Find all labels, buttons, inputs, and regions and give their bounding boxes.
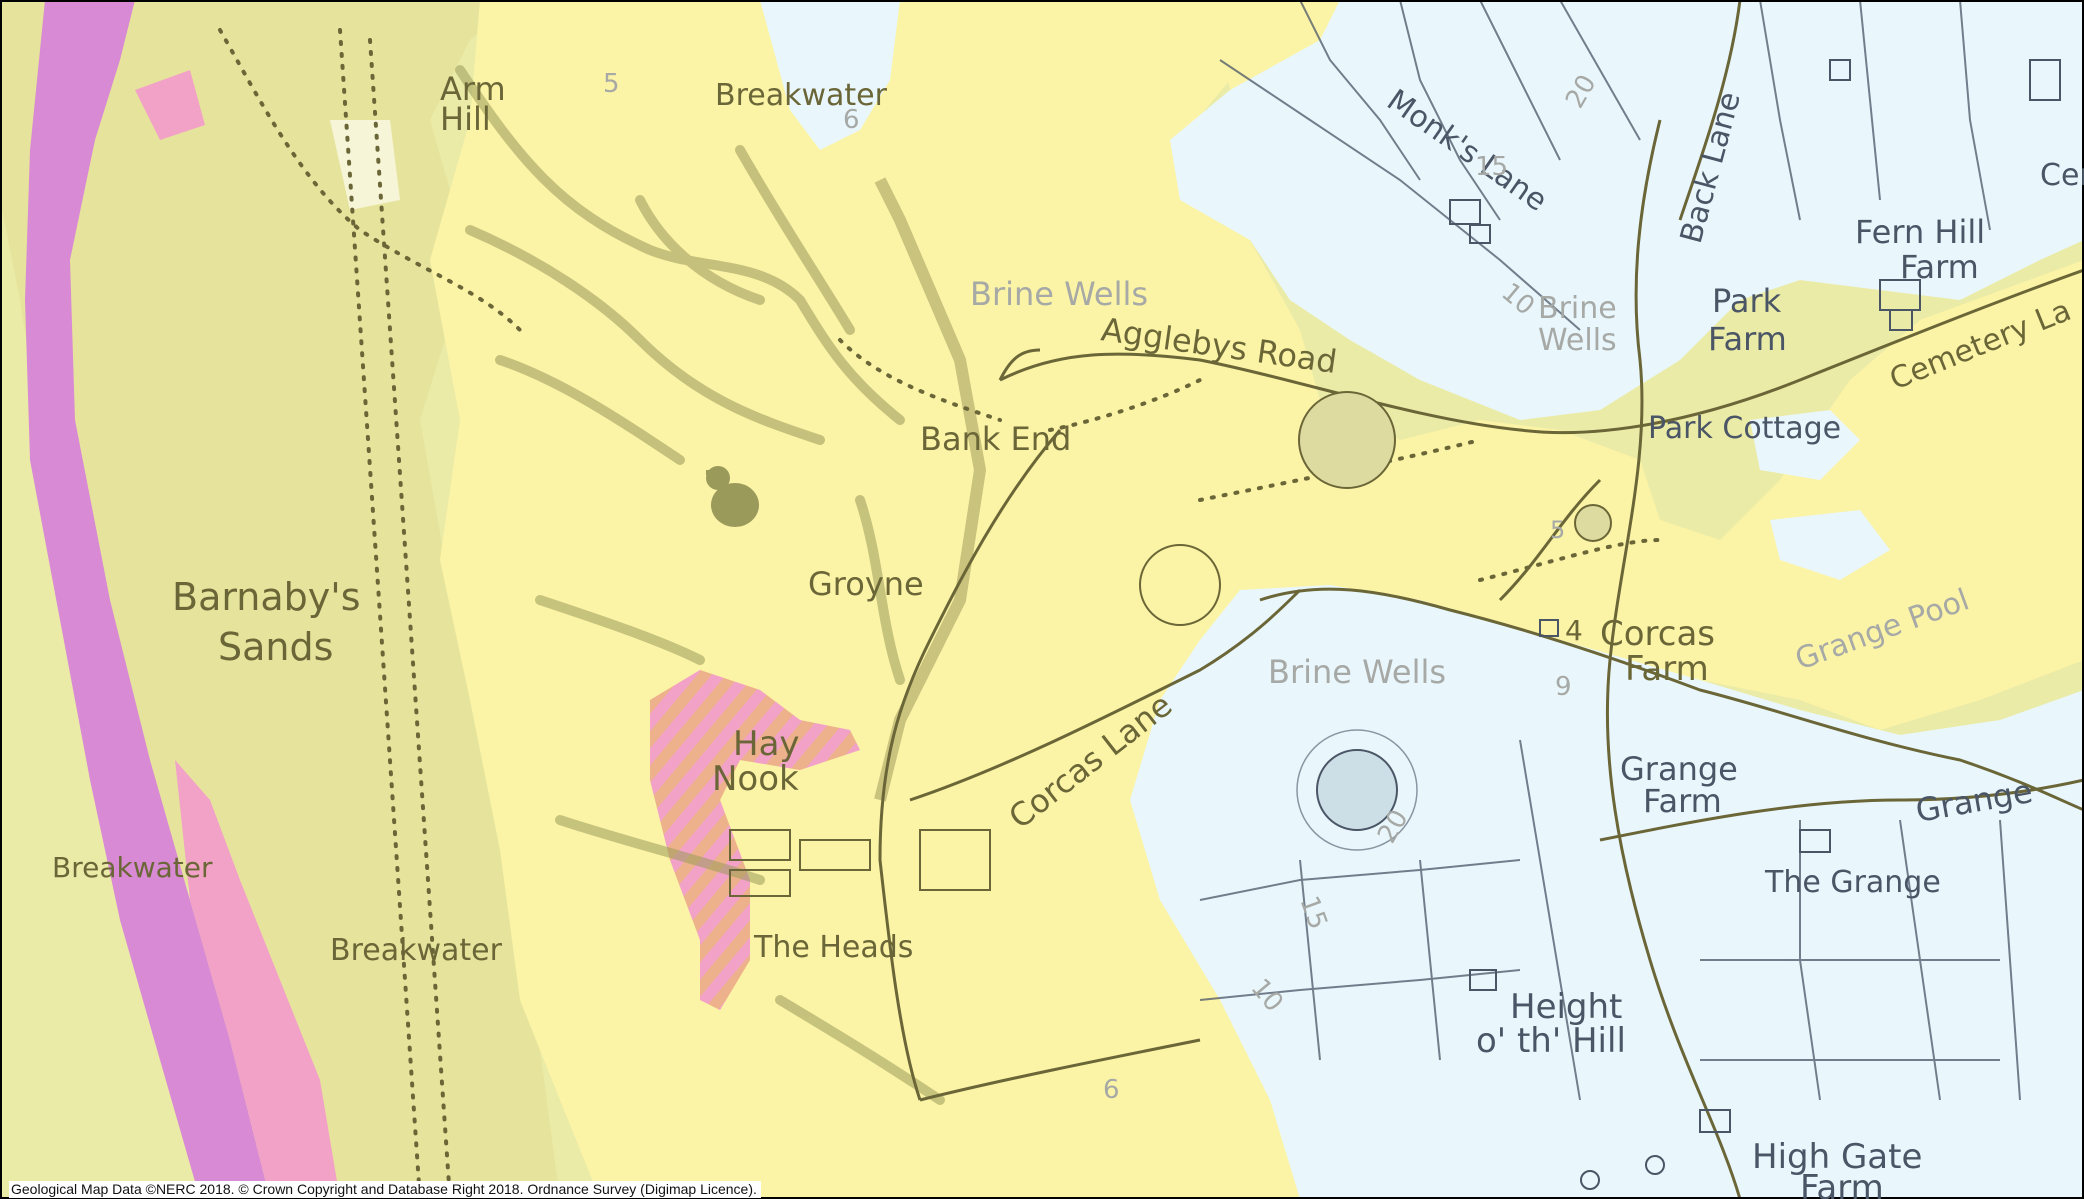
label-the-grange[interactable]: The Grange	[1764, 865, 1941, 900]
yellow-patch-top	[1220, 0, 1340, 90]
hay-nook-tint	[650, 670, 860, 1010]
pool-east-1	[1750, 410, 1860, 480]
contour-label: 5	[603, 69, 620, 99]
copyright-credit: Geological Map Data ©NERC 2018. © Crown …	[9, 1181, 761, 1198]
label-fern-hill-farm-2[interactable]: Farm	[1900, 248, 1979, 286]
till-area-north	[760, 0, 2084, 420]
label-brine-wells-top[interactable]: Brine Wells	[970, 275, 1148, 313]
label-park-farm-2[interactable]: Farm	[1708, 320, 1787, 358]
contour-label: 6	[1103, 1075, 1120, 1105]
label-brine-wells-mid-2[interactable]: Wells	[1538, 323, 1617, 358]
till-area-northwest	[760, 0, 900, 150]
label-park-farm-1[interactable]: Park	[1712, 282, 1782, 320]
label-brine-wells-low[interactable]: Brine Wells	[1268, 653, 1446, 691]
label-high-gate-farm-2[interactable]: Farm	[1800, 1168, 1884, 1199]
label-arm-hill-2[interactable]: Hill	[440, 100, 491, 138]
label-brine-wells-mid-1[interactable]: Brine	[1538, 291, 1617, 326]
contour-ring-3	[1296, 729, 1418, 851]
label-breakwater-left[interactable]: Breakwater	[52, 851, 213, 884]
contour-label: 5	[1550, 516, 1565, 544]
label-hay-nook-1[interactable]: Hay	[733, 724, 800, 764]
bird-symbol	[706, 466, 759, 527]
label-barnabys-sands-2[interactable]: Sands	[218, 625, 333, 669]
label-breakwater-top[interactable]: Breakwater	[715, 78, 888, 113]
road-network	[878, 0, 2084, 1199]
circular-mound-4	[1574, 504, 1612, 542]
label-barnabys-sands-1[interactable]: Barnaby's	[172, 575, 361, 619]
label-high-gate-farm-1[interactable]: High Gate	[1752, 1137, 1922, 1177]
label-cem-partial[interactable]: Cem	[2040, 158, 2084, 193]
creek-network	[455, 65, 945, 1105]
pool-east-2	[1770, 510, 1890, 580]
bank-end-embankment	[874, 177, 987, 802]
contour-label: 4	[1565, 614, 1583, 647]
label-fern-hill-farm-1[interactable]: Fern Hill	[1855, 213, 1985, 251]
label-arm-hill-1[interactable]: Arm	[440, 70, 506, 108]
label-groyne[interactable]: Groyne	[808, 565, 924, 603]
made-ground-strip	[25, 0, 270, 1199]
label-grange-farm-1[interactable]: Grange	[1620, 750, 1738, 788]
footpaths	[218, 28, 1662, 1199]
till-area-south	[1130, 585, 2084, 1199]
circular-mound-2	[1139, 544, 1221, 626]
tree-icon	[1580, 1155, 1665, 1190]
label-the-heads[interactable]: The Heads	[753, 930, 913, 965]
buildings-heads	[729, 829, 991, 897]
label-breakwater-bottom[interactable]: Breakwater	[330, 933, 503, 968]
label-height-o-th-hill-1[interactable]: Height	[1510, 987, 1622, 1027]
hay-nook-made-ground	[650, 670, 860, 1010]
label-corcas-farm-2[interactable]: Farm	[1625, 649, 1709, 689]
made-ground-patch-top	[135, 70, 205, 140]
label-height-o-th-hill-2[interactable]: o' th' Hill	[1476, 1021, 1626, 1061]
contour-label: 6	[843, 105, 860, 135]
contour-label: 15	[1475, 152, 1508, 182]
field-boundaries	[1199, 0, 2021, 1101]
foreshore-band	[0, 0, 560, 1199]
label-bank-end[interactable]: Bank End	[920, 420, 1071, 458]
label-park-cottage[interactable]: Park Cottage	[1648, 411, 1841, 446]
label-grange-farm-2[interactable]: Farm	[1643, 782, 1722, 820]
contour-label: 9	[1555, 672, 1572, 702]
buildings	[1449, 59, 2061, 1133]
label-hay-nook-2[interactable]: Nook	[712, 759, 799, 799]
circular-mound-3	[1316, 749, 1398, 831]
light-patch-arm-hill	[330, 120, 400, 210]
made-ground-strip-lower	[175, 760, 340, 1199]
label-corcas-farm-1[interactable]: Corcas	[1600, 614, 1715, 654]
circular-mound-1	[1298, 391, 1396, 489]
